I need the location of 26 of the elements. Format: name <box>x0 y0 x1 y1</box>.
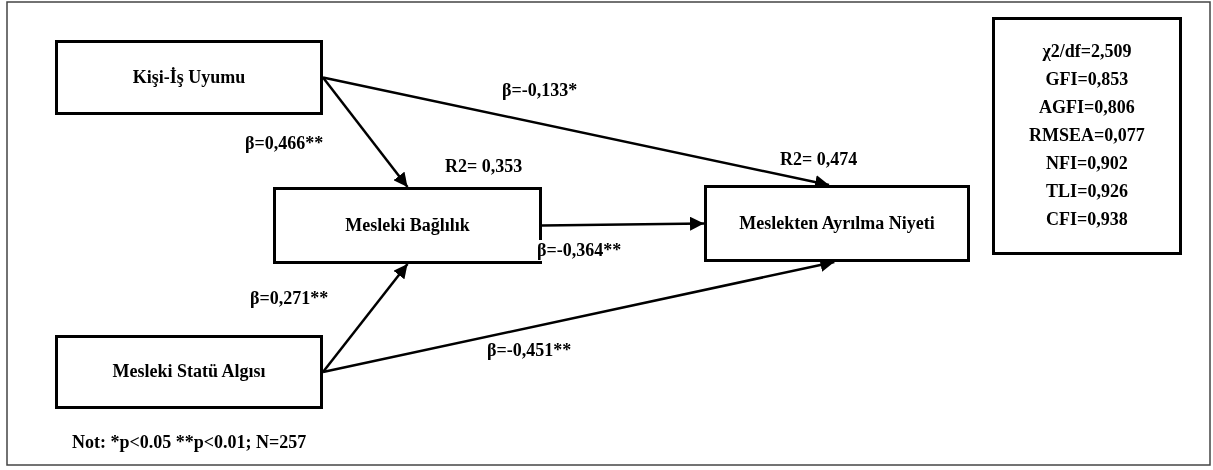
variable-name: Mesleki Statü Algısı <box>112 361 266 383</box>
variable-box <box>55 40 323 115</box>
fit-index-value: CFI=0,938 <box>1046 207 1128 231</box>
fit-index-value: χ2/df=2,509 <box>1042 40 1132 64</box>
edge-label: β=0,271** <box>250 288 329 309</box>
r-squared-label: R2= 0,353 <box>445 156 523 177</box>
fit-index-value: NFI=0,902 <box>1046 151 1128 175</box>
edge-label: β=-0,364** <box>537 240 622 261</box>
arrow <box>322 76 409 188</box>
fit-index-value: AGFI=0,806 <box>1039 96 1135 120</box>
fit-indices-box <box>992 17 1182 255</box>
arrow <box>542 216 704 231</box>
variable-name: Meslekten Ayrılma Niyeti <box>739 212 935 235</box>
fit-index-value: TLI=0,926 <box>1046 179 1128 203</box>
edge-label: β=0,466** <box>245 133 324 154</box>
edge-label: β=-0,133* <box>502 80 578 101</box>
fit-index-value: RMSEA=0,077 <box>1029 124 1145 148</box>
edge-label: β=-0,451** <box>487 340 572 361</box>
note-text: Not: *p<0.05 **p<0.01; N=257 <box>72 432 307 453</box>
variable-name: Mesleki Bağlılık <box>345 214 470 237</box>
variable-name: Kişi-İş Uyumu <box>132 66 246 89</box>
fit-index-value: GFI=0,853 <box>1045 68 1129 92</box>
variable-box <box>704 185 970 262</box>
arrow <box>322 263 409 373</box>
variable-box <box>55 335 323 409</box>
r-squared-label: R2= 0,474 <box>780 149 858 170</box>
